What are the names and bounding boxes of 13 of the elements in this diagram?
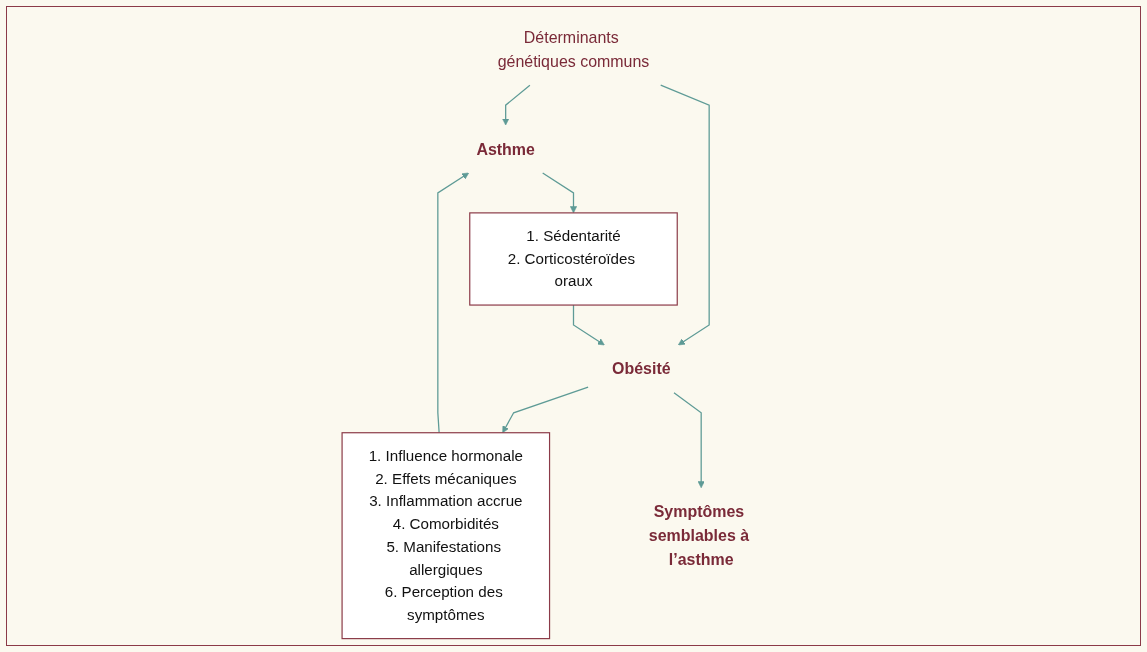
arrow	[660, 84, 710, 346]
node-text: Déterminants génétiques communs	[497, 28, 650, 71]
node-text: Symptômes semblables à l’asthme	[648, 502, 750, 569]
arrow	[542, 172, 577, 214]
arrow	[437, 172, 469, 434]
node-text: Obésité	[612, 360, 671, 378]
arrow	[673, 392, 705, 489]
arrow	[502, 386, 589, 434]
arrow	[572, 304, 605, 346]
arrow	[502, 84, 531, 126]
node-box: 1. Sédentarité 2. Corticostéroïdes oraux	[469, 212, 678, 306]
node-text: Asthme	[476, 140, 535, 158]
node-box: 1. Influence hormonale 2. Effets mécaniques 3. Inflammation accrue 4. Comorbidités 5. Manifestations allergiques 6. Perception des symptômes	[341, 432, 551, 640]
